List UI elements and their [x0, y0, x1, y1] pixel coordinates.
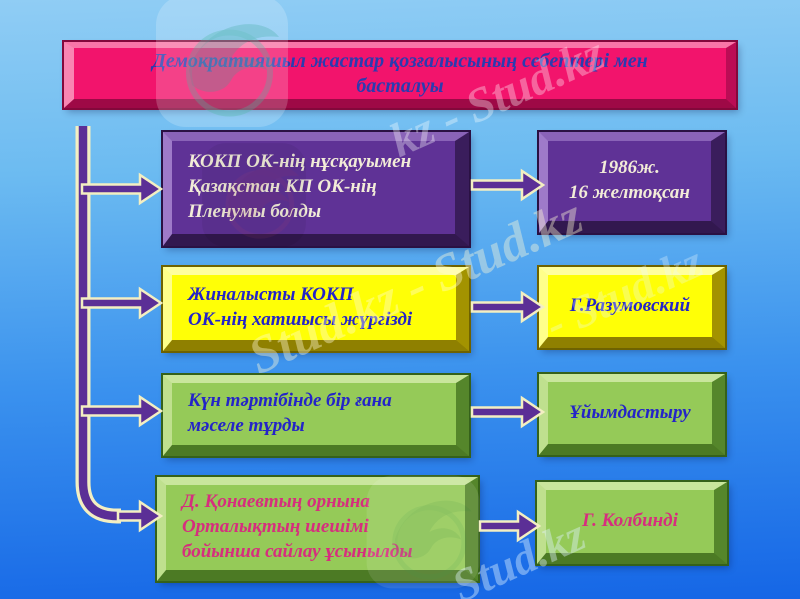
node-row4-right: Г. Колбинді: [535, 480, 729, 566]
connector-trunk: [78, 126, 121, 521]
flow-arrow-1-icon: [470, 168, 546, 202]
node-row1-left-text: КОКП ОК-нің нұсқауымен Қазақстан КП ОК-н…: [188, 151, 412, 222]
node-row1-right: 1986ж. 16 желтоқсан: [537, 130, 727, 235]
branch-arrow-2-icon: [80, 286, 164, 320]
connector-trunk-outline: [75, 126, 121, 524]
node-row4-left: Д. Қонаевтың орнына Орталықтың шешімі бо…: [155, 475, 480, 583]
flow-arrow-2-icon: [470, 290, 546, 324]
node-row1-right-text: 1986ж. 16 желтоқсан: [569, 157, 690, 203]
branch-arrow-4-icon: [116, 499, 164, 533]
node-row3-right-text: Ұйымдастыру: [569, 401, 691, 423]
branch-arrow-1-icon: [80, 172, 164, 206]
node-row3-right: Ұйымдастыру: [537, 372, 727, 457]
branch-arrow-3-icon: [80, 394, 164, 428]
node-row1-left: КОКП ОК-нің нұсқауымен Қазақстан КП ОК-н…: [161, 130, 471, 248]
node-row4-left-text: Д. Қонаевтың орнына Орталықтың шешімі бо…: [182, 491, 413, 562]
node-row2-left-text: Жиналысты КОКП ОК-нің хатшысы жүргізді: [188, 283, 413, 330]
node-row3-left: Күн тәртібінде бір ғана мәселе тұрды: [161, 373, 471, 458]
node-row2-left: Жиналысты КОКП ОК-нің хатшысы жүргізді: [161, 265, 471, 353]
node-row4-right-text: Г. Колбинді: [582, 510, 678, 532]
node-row2-right: Г.Разумовский: [537, 265, 727, 350]
node-row3-left-text: Күн тәртібінде бір ғана мәселе тұрды: [188, 390, 392, 436]
flow-arrow-4-icon: [478, 509, 542, 543]
title-box: Демократияшыл жастар қозғалысының себепт…: [62, 40, 738, 110]
node-row2-right-text: Г.Разумовский: [569, 294, 691, 316]
flow-arrow-3-icon: [470, 395, 546, 429]
page-title: Демократияшыл жастар қозғалысының себепт…: [152, 49, 648, 97]
